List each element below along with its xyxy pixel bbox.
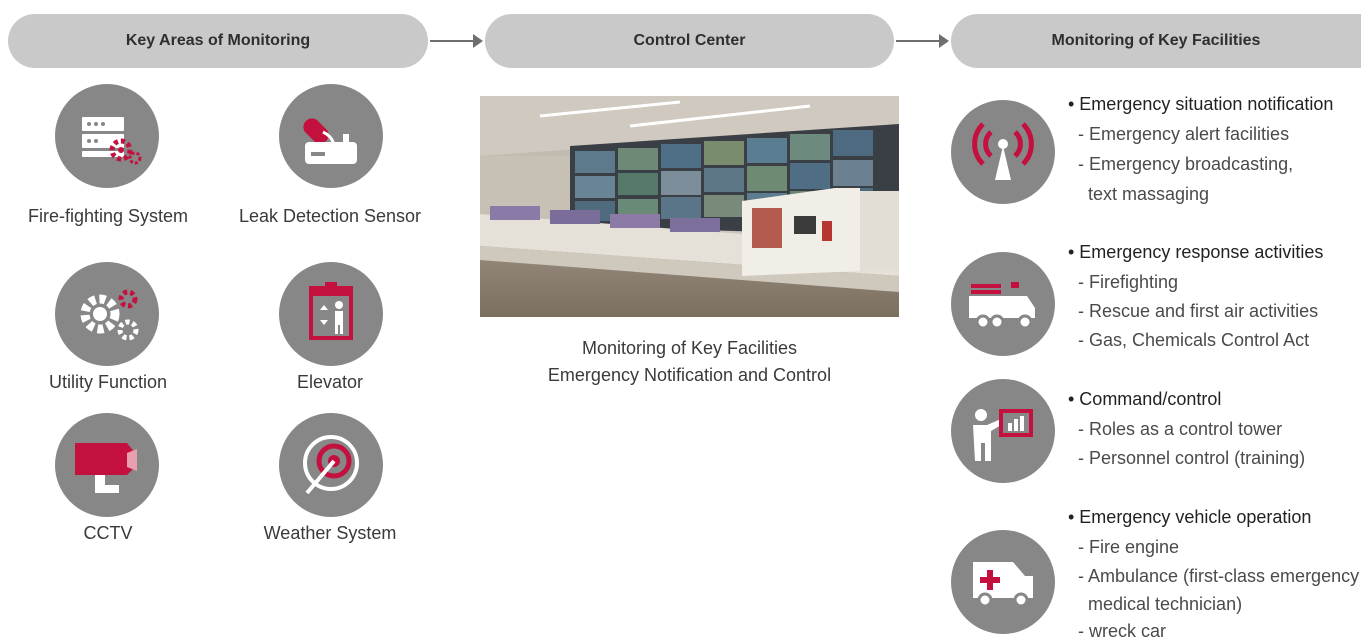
flow-arrow-1 (430, 34, 483, 48)
area-label-leak-detection: Leak Detection Sensor (238, 206, 422, 226)
center-caption-line1: Monitoring of Key Facilities (581, 338, 798, 358)
facility-item: - Firefighting (1078, 272, 1179, 292)
facility-title-command: • Command/control (1068, 389, 1222, 409)
facility-item: - Ambulance (first-class emergency (1078, 566, 1360, 586)
facility-item: - Emergency broadcasting, (1078, 154, 1294, 174)
area-label-cctv: CCTV (83, 523, 133, 543)
leak-sensor-icon (279, 84, 383, 188)
facility-title-response: • Emergency response activities (1068, 242, 1324, 262)
area-label-elevator: Elevator (296, 372, 364, 392)
fire-truck-icon (951, 252, 1055, 356)
facility-item: - Emergency alert facilities (1078, 124, 1290, 144)
facility-title-vehicle: • Emergency vehicle operation (1068, 507, 1312, 527)
area-label-utility: Utility Function (48, 372, 168, 392)
facility-item: - Gas, Chemicals Control Act (1078, 330, 1310, 350)
flow-arrow-2 (896, 34, 949, 48)
facility-item: - Personnel control (training) (1078, 448, 1306, 468)
radar-icon (279, 413, 383, 517)
header-key-areas: Key Areas of Monitoring (8, 14, 428, 68)
facility-item: - Rescue and first air activities (1078, 301, 1319, 321)
broadcast-antenna-icon (951, 100, 1055, 204)
server-gears-icon (55, 84, 159, 188)
facility-item: - wreck car (1078, 621, 1167, 641)
facility-item: text massaging (1078, 184, 1210, 204)
control-room-photo (480, 96, 899, 317)
facility-title-notification: • Emergency situation notification (1068, 94, 1334, 114)
area-label-weather: Weather System (263, 523, 397, 543)
ambulance-icon (951, 530, 1055, 634)
elevator-icon (279, 262, 383, 366)
center-caption-line2: Emergency Notification and Control (547, 365, 832, 385)
facility-item: - Fire engine (1078, 537, 1180, 557)
presenter-chart-icon (951, 379, 1055, 483)
cctv-camera-icon (55, 413, 159, 517)
facility-item: medical technician) (1078, 594, 1243, 614)
header-control-center: Control Center (485, 14, 894, 68)
header-key-facilities: Monitoring of Key Facilities (951, 14, 1361, 68)
facility-item: - Roles as a control tower (1078, 419, 1283, 439)
gears-icon (55, 262, 159, 366)
area-label-fire-fighting: Fire-fighting System (27, 206, 189, 226)
